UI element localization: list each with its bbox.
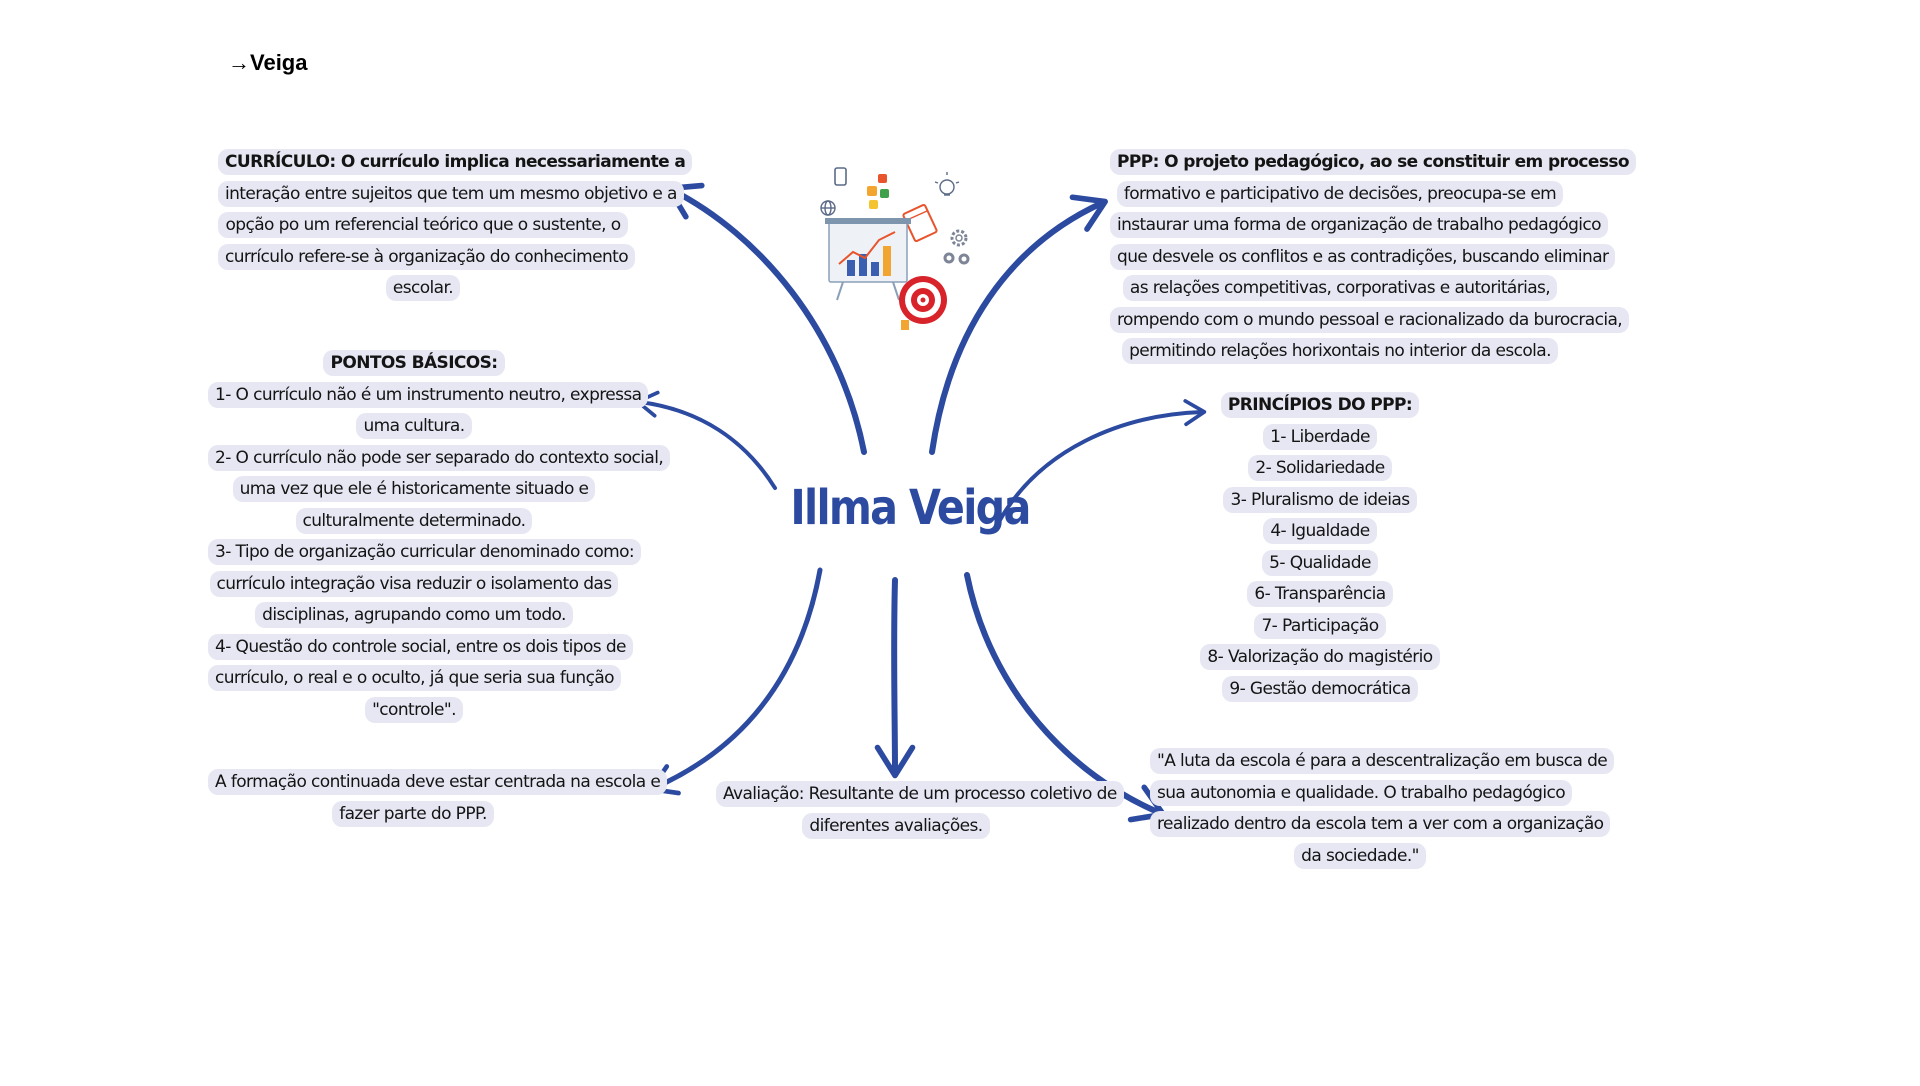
pontos-line: 3- Tipo de organização curricular denomi… xyxy=(208,537,642,569)
principios-line: 9- Gestão democrática xyxy=(1190,674,1450,706)
center-topic-title: Illma Veiga xyxy=(790,480,1031,536)
ppp-line: as relações competitivas, corporativas e… xyxy=(1110,273,1570,305)
node-principios-ppp: PRINCÍPIOS DO PPP: 1- Liberdade 2- Solid… xyxy=(1190,390,1450,705)
pontos-line: PONTOS BÁSICOS: xyxy=(208,348,620,380)
arrow-to-principios xyxy=(998,399,1207,522)
node-luta-da-escola: "A luta da escola é para a descentraliza… xyxy=(1150,746,1615,873)
node-ppp: PPP: O projeto pedagógico, ao se constit… xyxy=(1110,147,1636,368)
pontos-line: 2- O currículo não pode ser separado do … xyxy=(208,443,671,475)
ppp-line: rompendo com o mundo pessoal e racionali… xyxy=(1110,305,1630,337)
node-avaliacao: Avaliação: Resultante de um processo col… xyxy=(716,779,1124,843)
curriculo-line: currículo refere-se à organização do con… xyxy=(218,242,636,274)
principios-line: 5- Qualidade xyxy=(1190,548,1450,580)
node-pontos-basicos: PONTOS BÁSICOS: 1- O currículo não é um … xyxy=(208,348,671,727)
arrow-to-luta xyxy=(964,572,1167,823)
curriculo-line: opção po um referencial teórico que o su… xyxy=(218,210,628,242)
pontos-line: "controle". xyxy=(208,695,620,727)
curriculo-line: interação entre sujeitos que tem um mesm… xyxy=(218,179,684,211)
luta-line: sua autonomia e qualidade. O trabalho pe… xyxy=(1150,778,1573,810)
target-icon xyxy=(899,276,947,330)
luta-line: "A luta da escola é para a descentraliza… xyxy=(1150,746,1615,778)
curriculo-line: CURRÍCULO: O currículo implica necessari… xyxy=(218,147,693,179)
project-illustration xyxy=(820,167,970,330)
principios-line: 2- Solidariedade xyxy=(1190,453,1450,485)
arrow-to-avaliacao xyxy=(874,577,916,779)
avaliacao-line: Avaliação: Resultante de um processo col… xyxy=(716,779,1124,811)
node-curriculo: CURRÍCULO: O currículo implica necessari… xyxy=(218,147,693,305)
gear-icon xyxy=(943,229,970,265)
puzzle-icon xyxy=(867,174,889,209)
arrow-to-pontos xyxy=(635,390,777,490)
principios-line: 7- Participação xyxy=(1190,611,1450,643)
node-formacao-continuada: A formação continuada deve estar centrad… xyxy=(208,767,668,831)
pontos-line: 4- Questão do controle social, entre os … xyxy=(208,632,633,664)
ppp-line: instaurar uma forma de organização de tr… xyxy=(1110,210,1608,242)
arrow-to-curriculo xyxy=(666,182,867,455)
arrow-to-formacao xyxy=(648,567,823,796)
avaliacao-line: diferentes avaliações. xyxy=(716,811,1076,843)
pontos-line: culturalmente determinado. xyxy=(208,506,620,538)
pontos-line: currículo, o real e o oculto, já que ser… xyxy=(208,663,621,695)
luta-line: da sociedade." xyxy=(1150,841,1570,873)
principios-line: 4- Igualdade xyxy=(1190,516,1450,548)
ppp-line: PPP: O projeto pedagógico, ao se constit… xyxy=(1110,147,1636,179)
ppp-line: permitindo relações horixontais no inter… xyxy=(1110,336,1570,368)
phone-icon xyxy=(834,167,847,186)
globe-icon xyxy=(820,200,836,216)
pontos-line: 1- O currículo não é um instrumento neut… xyxy=(208,380,649,412)
arrow-to-ppp xyxy=(929,194,1108,455)
lightbulb-icon xyxy=(934,172,960,196)
principios-line: 8- Valorização do magistério xyxy=(1190,642,1450,674)
page-heading: →Veiga xyxy=(228,50,308,75)
ppp-line: que desvele os conflitos e as contradiçõ… xyxy=(1110,242,1616,274)
pontos-line: disciplinas, agrupando como um todo. xyxy=(208,600,620,632)
pontos-line: uma vez que ele é historicamente situado… xyxy=(208,474,620,506)
curriculo-line: escolar. xyxy=(218,273,628,305)
formacao-line: A formação continuada deve estar centrad… xyxy=(208,767,668,799)
pontos-line: currículo integração visa reduzir o isol… xyxy=(208,569,620,601)
chart-board-icon xyxy=(825,218,911,301)
luta-line: realizado dentro da escola tem a ver com… xyxy=(1150,809,1611,841)
principios-line: 6- Transparência xyxy=(1190,579,1450,611)
principios-line: 1- Liberdade xyxy=(1190,422,1450,454)
principios-line: PRINCÍPIOS DO PPP: xyxy=(1190,390,1450,422)
formacao-line: fazer parte do PPP. xyxy=(208,799,618,831)
pontos-line: uma cultura. xyxy=(208,411,620,443)
ppp-line: formativo e participativo de decisões, p… xyxy=(1110,179,1570,211)
principios-line: 3- Pluralismo de ideias xyxy=(1190,485,1450,517)
